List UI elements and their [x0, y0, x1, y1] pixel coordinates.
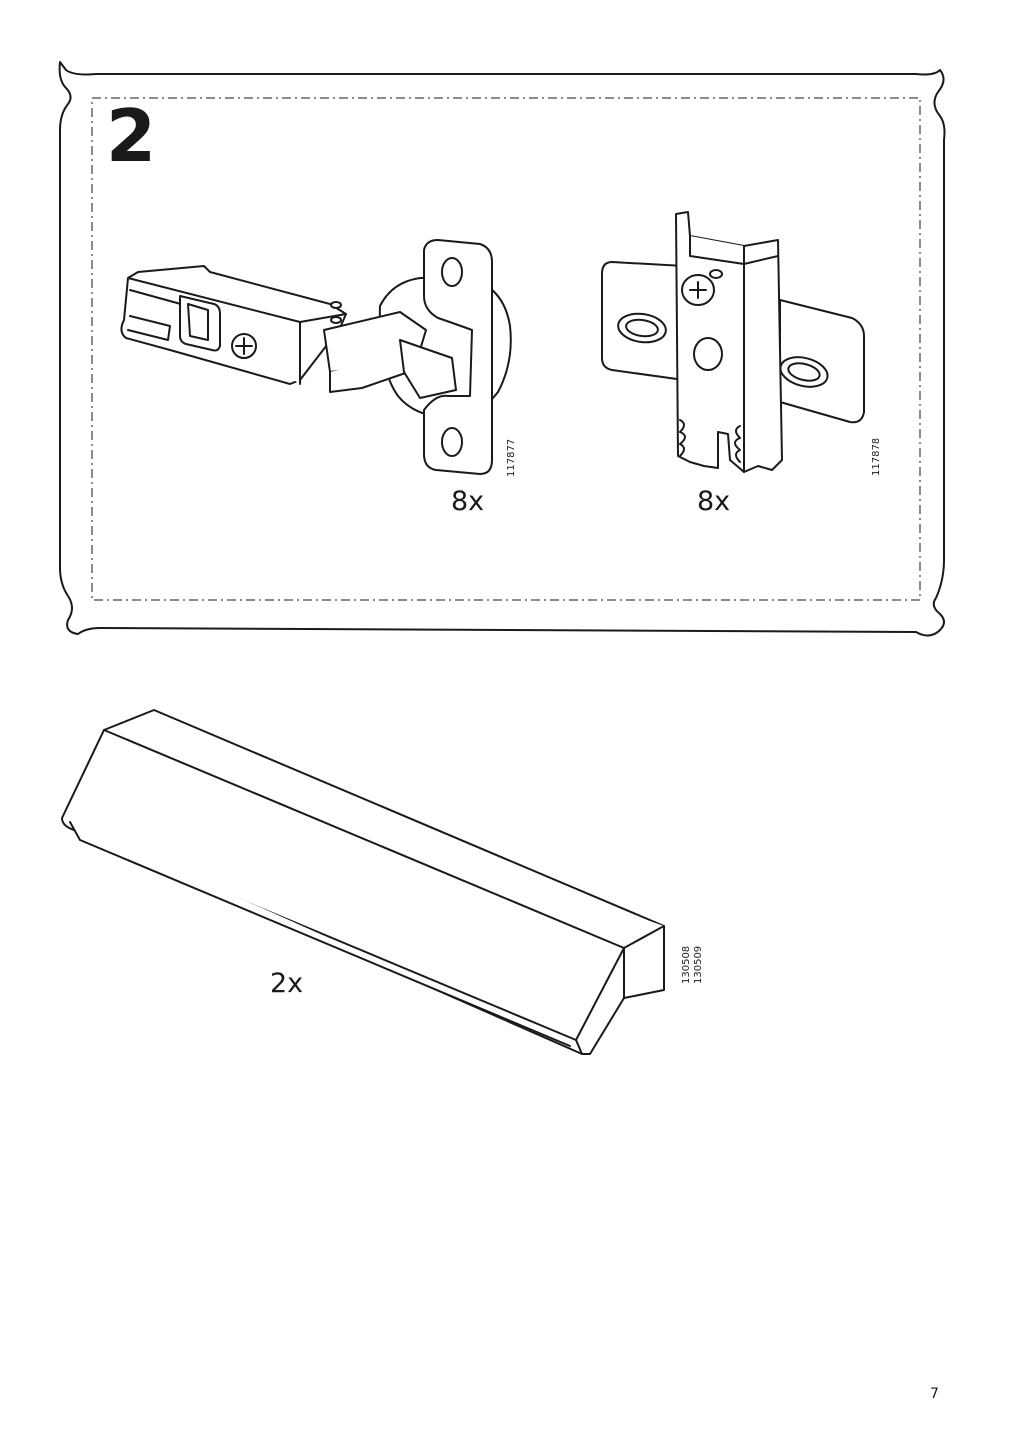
hinge-quantity: 8x — [451, 486, 485, 517]
handle-article-number-1: 130508 — [681, 945, 692, 984]
step-number: 2 — [106, 94, 157, 178]
page-number: 7 — [930, 1386, 939, 1402]
handle-article-number-2: 130509 — [693, 945, 704, 984]
handle-quantity: 2x — [270, 968, 304, 999]
mounting-plate-quantity: 8x — [697, 486, 731, 517]
